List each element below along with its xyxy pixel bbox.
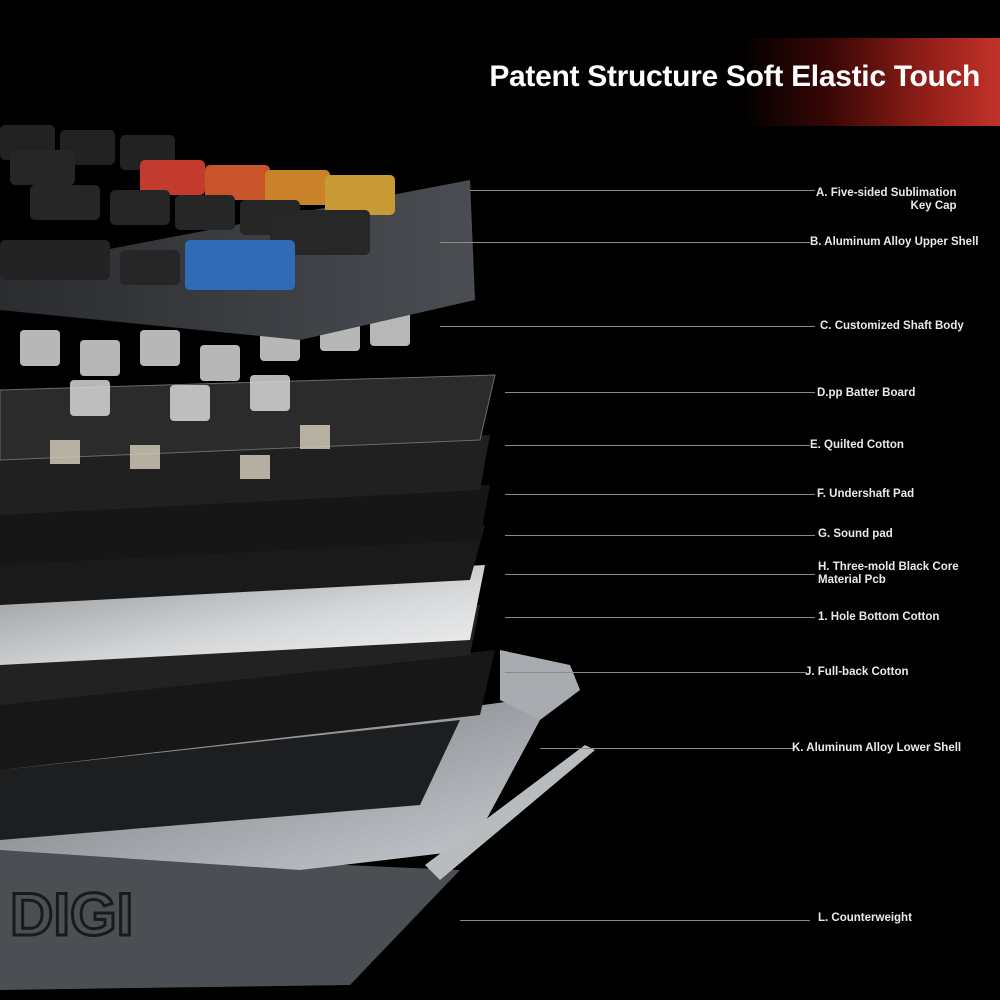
leader-line-j [505, 672, 805, 673]
leader-line-a [470, 190, 815, 191]
leader-line-l [460, 920, 810, 921]
counterweight-layer: DIGI [0, 850, 460, 990]
label-f: F. Undershaft Pad [817, 488, 915, 500]
pp-plate-layer [0, 374, 496, 461]
label-h-line1: H. Three-mold Black Core [818, 561, 959, 573]
label-k: K. Aluminum Alloy Lower Shell [792, 742, 962, 754]
leader-line-i [505, 617, 815, 618]
svg-text:DIGI: DIGI [10, 881, 133, 948]
label-a-line2: Key Cap [910, 200, 957, 212]
leader-line-f [505, 494, 815, 495]
label-l: L. Counterweight [818, 912, 912, 924]
label-g: G. Sound pad [818, 528, 893, 540]
label-e: E. Quilted Cotton [810, 439, 904, 451]
label-h: H. Three-mold Black Core Material Pcb [818, 561, 959, 587]
page-title: Patent Structure Soft Elastic Touch [489, 60, 980, 93]
leader-line-b [440, 242, 810, 243]
full-back-cotton-layer [0, 650, 495, 770]
label-b: B. Aluminum Alloy Upper Shell [810, 236, 979, 248]
title-banner [740, 38, 1000, 126]
leader-line-g [505, 535, 815, 536]
label-j: J. Full-back Cotton [805, 666, 909, 678]
label-a: A. Five-sided Sublimation Key Cap [816, 187, 957, 213]
leader-line-h [505, 574, 815, 575]
leader-line-k [540, 748, 795, 749]
keycaps-layer [0, 125, 395, 290]
lower-shell-layer [0, 650, 595, 880]
label-d: D.pp Batter Board [817, 387, 916, 399]
leader-line-e [505, 445, 810, 446]
leader-line-d [505, 392, 815, 393]
label-c: C. Customized Shaft Body [820, 320, 964, 332]
label-a-line1: A. Five-sided Sublimation [816, 187, 957, 199]
leader-line-c [440, 326, 815, 327]
label-h-line2: Material Pcb [818, 574, 886, 586]
label-i: 1. Hole Bottom Cotton [818, 611, 940, 623]
